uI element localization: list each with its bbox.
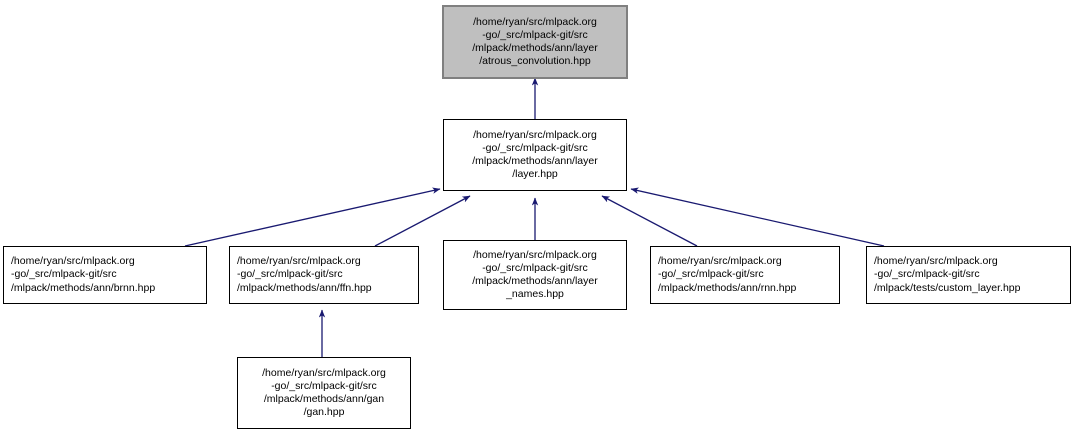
node-label: /home/ryan/src/mlpack.org -go/_src/mlpac… bbox=[262, 366, 386, 419]
node-brnn-hpp[interactable]: /home/ryan/src/mlpack.org -go/_src/mlpac… bbox=[3, 246, 207, 304]
node-layer-hpp[interactable]: /home/ryan/src/mlpack.org -go/_src/mlpac… bbox=[443, 119, 627, 191]
edge-brnn-to-layer bbox=[184, 187, 441, 247]
node-label: /home/ryan/src/mlpack.org -go/_src/mlpac… bbox=[874, 255, 1021, 294]
node-label: /home/ryan/src/mlpack.org -go/_src/mlpac… bbox=[11, 255, 156, 294]
node-gan-hpp[interactable]: /home/ryan/src/mlpack.org -go/_src/mlpac… bbox=[237, 357, 411, 429]
edge-rnn-to-layer bbox=[601, 195, 698, 247]
node-custom-layer-hpp[interactable]: /home/ryan/src/mlpack.org -go/_src/mlpac… bbox=[866, 246, 1071, 304]
node-label: /home/ryan/src/mlpack.org -go/_src/mlpac… bbox=[472, 128, 598, 181]
node-label: /home/ryan/src/mlpack.org -go/_src/mlpac… bbox=[472, 15, 598, 68]
node-label: /home/ryan/src/mlpack.org -go/_src/mlpac… bbox=[472, 248, 598, 301]
node-atrous-convolution-hpp[interactable]: /home/ryan/src/mlpack.org -go/_src/mlpac… bbox=[443, 6, 627, 78]
edge-custom-layer-to-layer bbox=[630, 187, 885, 247]
node-label: /home/ryan/src/mlpack.org -go/_src/mlpac… bbox=[237, 255, 372, 294]
node-label: /home/ryan/src/mlpack.org -go/_src/mlpac… bbox=[658, 255, 797, 294]
node-rnn-hpp[interactable]: /home/ryan/src/mlpack.org -go/_src/mlpac… bbox=[650, 246, 840, 304]
edge-ffn-to-layer bbox=[374, 195, 471, 247]
node-layer-names-hpp[interactable]: /home/ryan/src/mlpack.org -go/_src/mlpac… bbox=[443, 240, 627, 310]
node-ffn-hpp[interactable]: /home/ryan/src/mlpack.org -go/_src/mlpac… bbox=[229, 246, 419, 304]
